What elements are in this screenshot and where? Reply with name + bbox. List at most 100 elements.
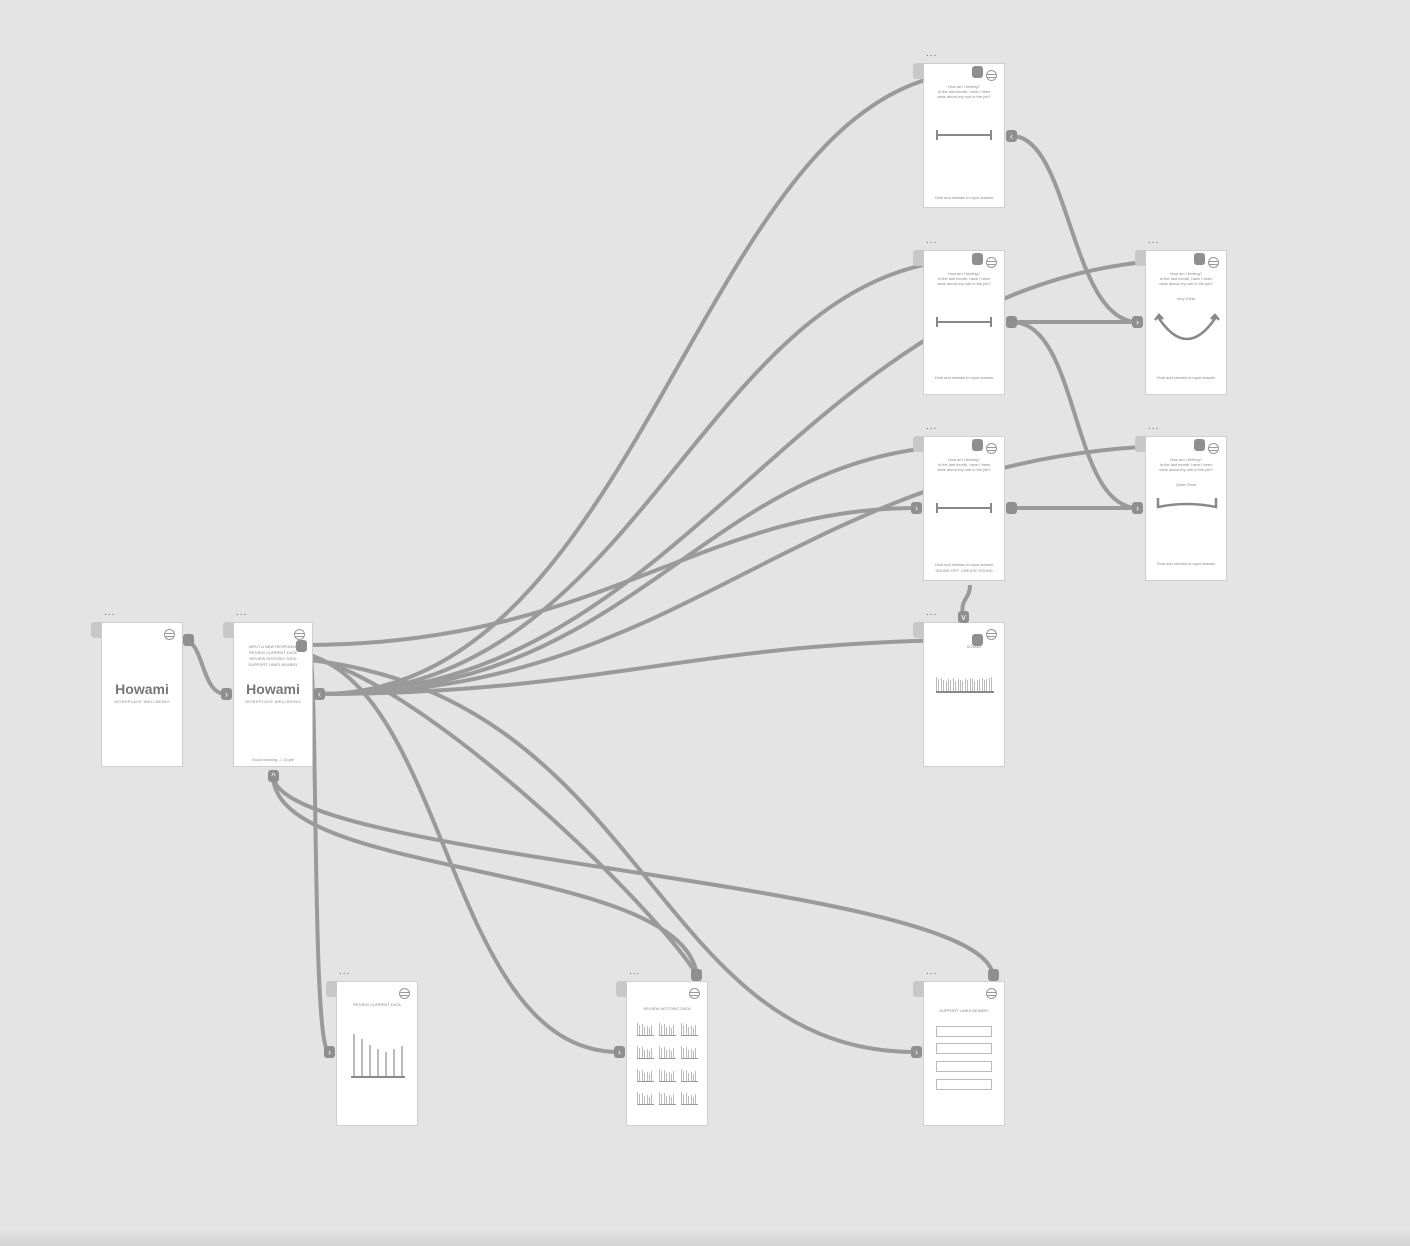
link-handle[interactable] [1006,316,1017,328]
link-handle[interactable]: › [1132,316,1143,328]
wave-bar [988,678,990,691]
create-sound-button[interactable]: CREATE SOUND [961,568,993,573]
artboard-tab[interactable] [913,63,924,79]
link-handle[interactable] [183,634,194,646]
artboard-tab[interactable] [223,622,234,638]
artboard-menu-icon[interactable]: ... [926,607,938,618]
sound-off-button[interactable]: SOUND OFF [935,568,959,573]
mini-chart-bar [637,1023,638,1035]
mini-chart-bar [646,1049,648,1058]
prototype-link[interactable] [271,774,995,976]
wave-bar [940,678,942,691]
link-handle[interactable] [1006,502,1017,514]
link-handle[interactable]: ‹ [314,688,325,700]
artboard-tab[interactable] [913,250,924,266]
link-handle[interactable] [972,66,983,78]
artboard-menu-icon[interactable]: ... [1148,421,1160,432]
wave-bar [976,680,978,691]
artboard-question-1[interactable]: ... How am I feeling? In the last month,… [913,48,1005,208]
hint: Hold and release to input answer [934,195,994,200]
artboard-menu-icon[interactable]: ... [629,966,641,977]
artboard-menu-icon[interactable]: ... [104,607,116,618]
artboard-tab[interactable] [326,981,337,997]
link-handle[interactable]: ^ [268,770,279,782]
home-icon [986,70,997,81]
link-handle[interactable]: › [1132,502,1143,514]
mini-chart [659,1091,676,1105]
link-handle[interactable] [972,253,983,265]
link-handle[interactable]: › [614,1046,625,1058]
artboard-tab[interactable] [913,436,924,452]
link-handle[interactable]: › [911,502,922,514]
mini-chart-bar [695,1025,697,1035]
artboard-menu-icon[interactable]: ... [926,421,938,432]
prototype-link[interactable] [1011,320,1139,510]
link-handle[interactable]: › [911,1046,922,1058]
artboard-historic-data[interactable]: ... REVIEW HISTORIC DATA [616,966,708,1126]
prototype-link[interactable] [319,443,979,696]
mini-chart-bar [690,1026,692,1035]
artboard-question-3[interactable]: ... How am I feeling? In the last month,… [913,421,1005,581]
artboard-response-quite-clear[interactable]: ... How am I feeling? In the last month,… [1135,421,1227,581]
prototype-link[interactable] [304,506,917,647]
artboard-menu-icon[interactable]: ... [926,235,938,246]
prototype-link[interactable] [309,656,699,977]
link-handle[interactable] [691,969,702,981]
link-handle[interactable] [1194,439,1205,451]
support-link-field[interactable] [936,1026,992,1037]
artboard-question-2[interactable]: ... How am I feeling? In the last month,… [913,235,1005,395]
mini-chart-bar [693,1051,694,1058]
link-handle[interactable]: › [324,1046,335,1058]
prototype-link[interactable] [309,653,620,1054]
link-handle[interactable]: ‹ [1006,130,1017,142]
mini-chart [681,1045,698,1059]
artboard-sound[interactable]: ... SOUND [913,607,1005,767]
mini-chart [659,1045,676,1059]
artboard-menu-icon[interactable]: ... [926,966,938,977]
menu-item-input[interactable]: INPUT A NEW RESPONSE [248,644,298,649]
mini-chart-bar [681,1092,682,1104]
answer-slider[interactable] [936,130,992,140]
artboard-tab[interactable] [1135,436,1146,452]
artboard-support-links[interactable]: ... SUPPORT LINKS NEARBY [913,966,1005,1126]
prototype-link[interactable] [182,638,227,696]
link-handle[interactable] [972,634,983,646]
prototype-link[interactable] [319,257,1201,696]
link-handle[interactable] [1194,253,1205,265]
prototype-link[interactable] [271,774,699,976]
artboard-menu-icon[interactable]: ... [926,48,938,59]
artboard-menu-icon[interactable]: ... [236,607,248,618]
prototype-link[interactable] [319,70,979,696]
link-handle[interactable] [988,969,999,981]
question-text: clear about my role in the job? [1159,467,1213,472]
link-handle[interactable] [972,439,983,451]
artboard-splash[interactable]: ... Howami WORKPLACE WELLBEING [91,607,183,767]
artboard-current-data[interactable]: ... REVIEW CURRENT DATA [326,966,418,1126]
support-link-field[interactable] [936,1061,992,1072]
answer-slider[interactable] [936,503,992,513]
artboard-tab[interactable] [91,622,102,638]
support-link-field[interactable] [936,1043,992,1054]
artboard-menu-icon[interactable]: ... [339,966,351,977]
prototype-link[interactable] [309,658,917,1054]
link-handle[interactable]: › [221,688,232,700]
bottom-bar [0,1230,1410,1246]
artboard-tab[interactable] [913,622,924,638]
prototype-link[interactable] [1011,134,1139,324]
link-handle[interactable]: v [958,611,969,623]
answer-slider[interactable] [936,317,992,327]
prototype-link[interactable] [319,257,979,696]
artboard-tab[interactable] [616,981,627,997]
menu-item-support[interactable]: SUPPORT LINKS NEARBY [248,662,298,667]
menu-item-historic[interactable]: REVIEW HISTORIC DATA [249,656,297,661]
support-link-field[interactable] [936,1079,992,1090]
artboard-tab[interactable] [913,981,924,997]
link-handle[interactable] [296,640,307,652]
prototype-link[interactable] [319,443,1201,696]
artboard-response-very-clear[interactable]: ... How am I feeling? In the last month,… [1135,235,1227,395]
artboard-tab[interactable] [1135,250,1146,266]
menu-item-current[interactable]: REVIEW CURRENT DATA [249,650,297,655]
home-icon [986,629,997,640]
mini-chart-bar [695,1048,697,1058]
artboard-menu-icon[interactable]: ... [1148,235,1160,246]
